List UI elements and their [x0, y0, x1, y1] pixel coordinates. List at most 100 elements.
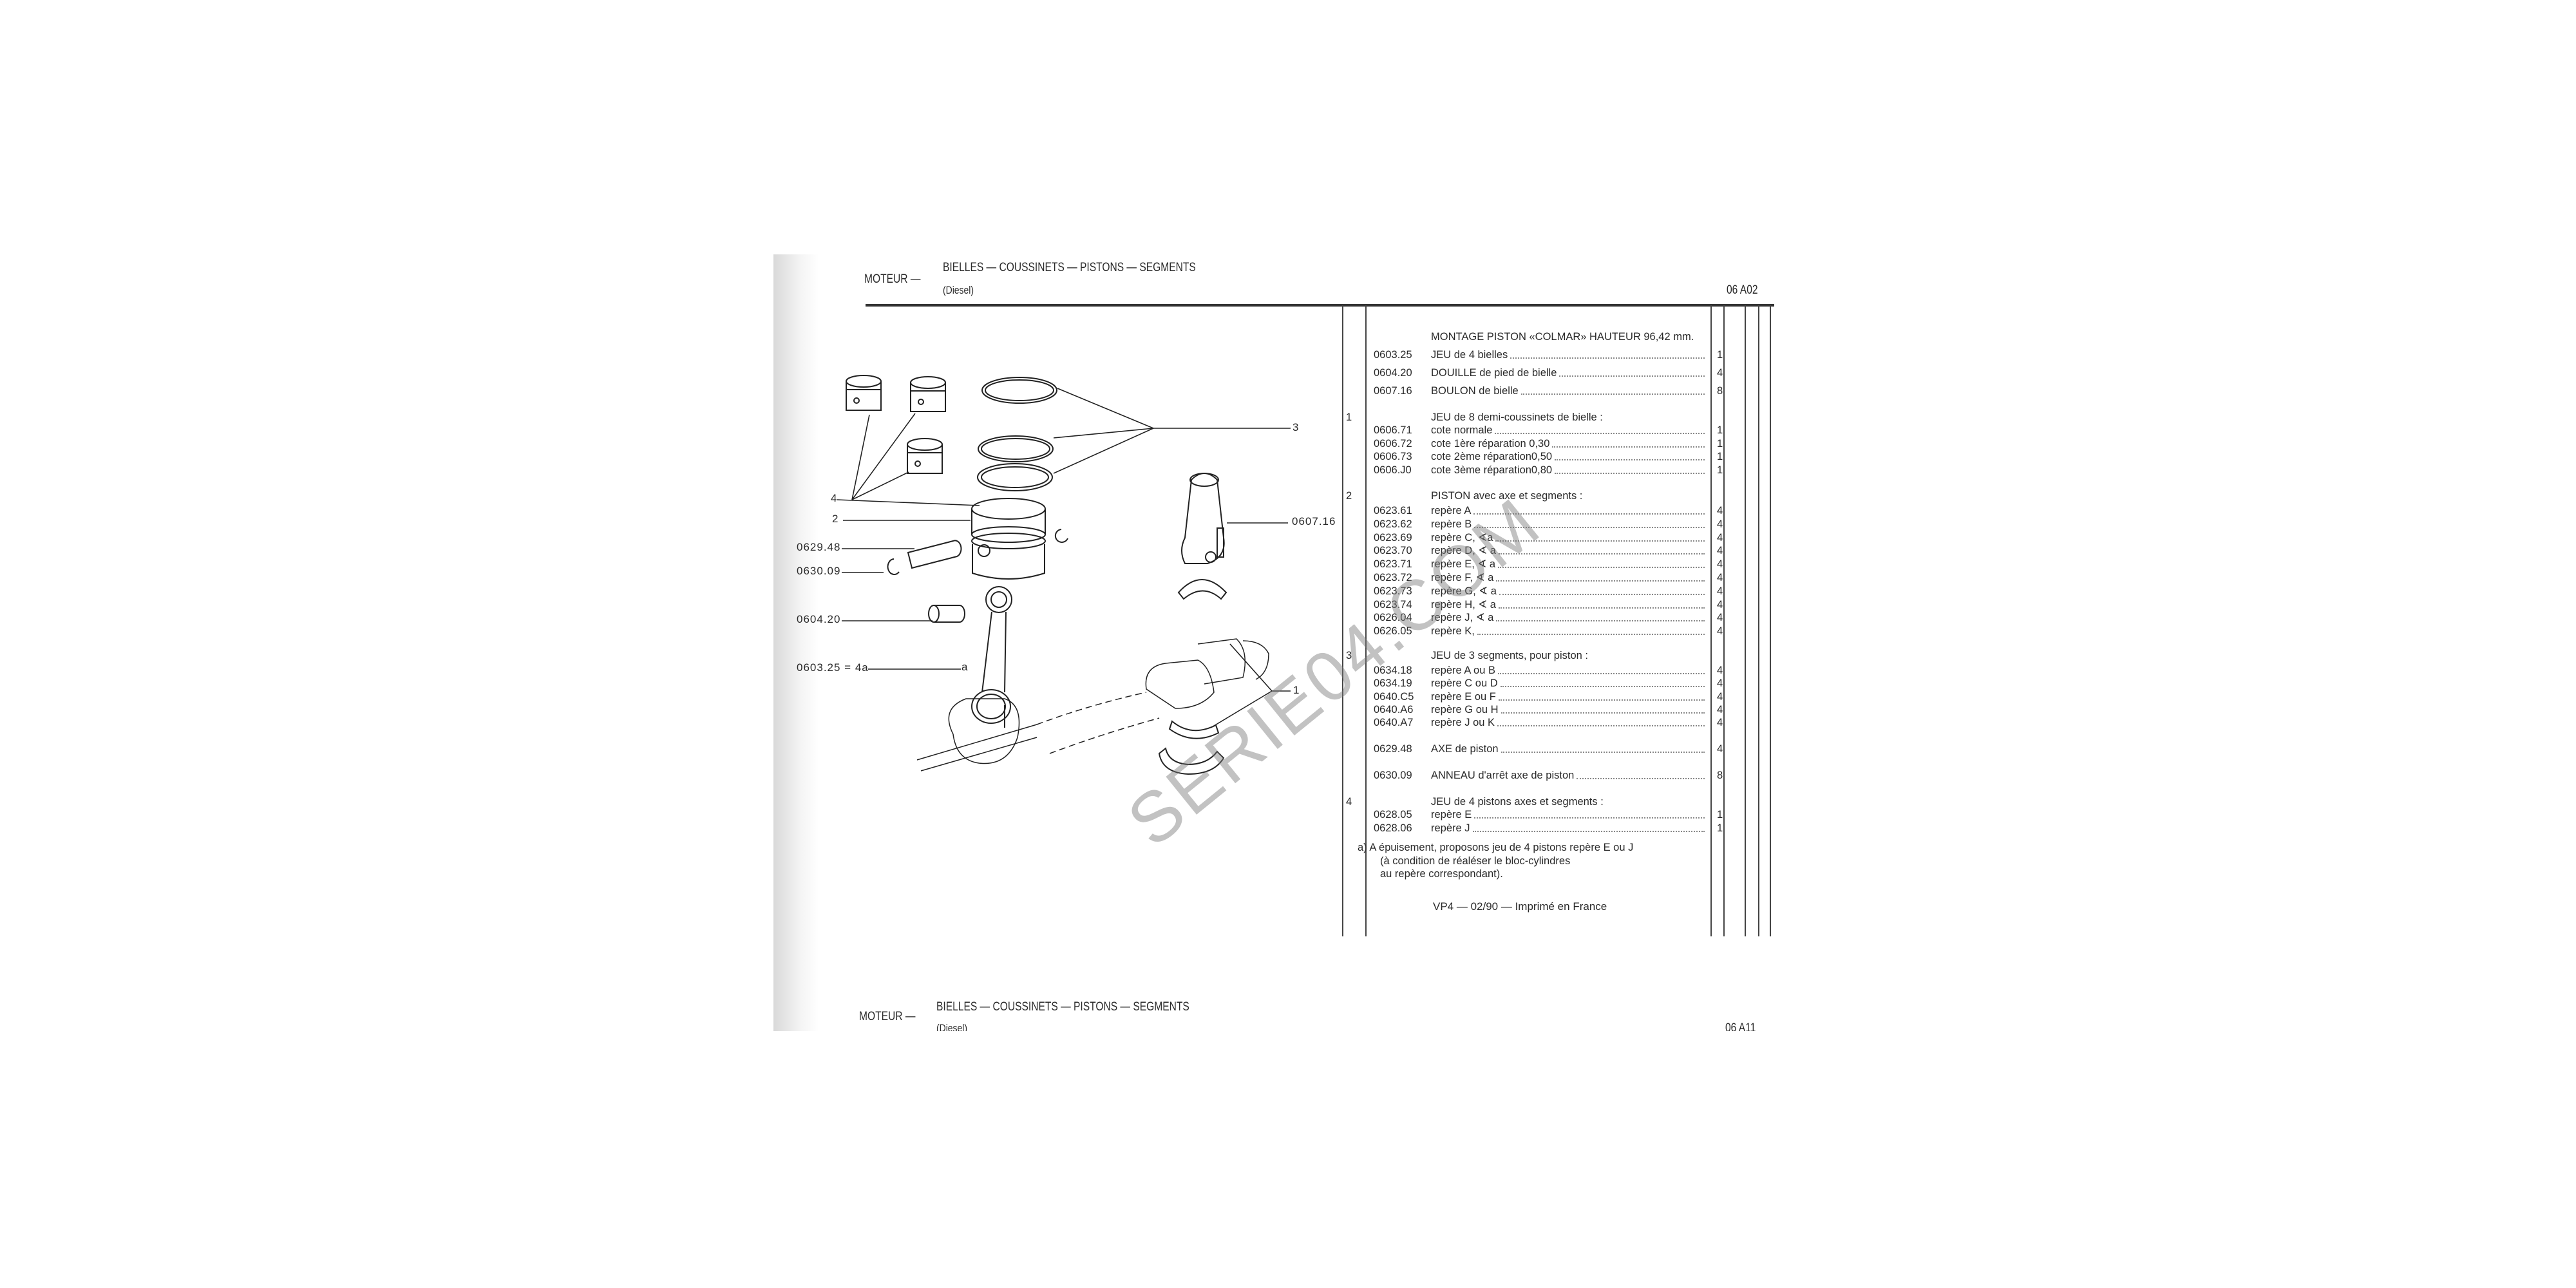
note-line: au repère correspondant). [1380, 868, 1503, 880]
part-description-cell: BOULON de bielle [1431, 384, 1705, 397]
leader-lines [837, 388, 1291, 728]
part-quantity: 8 [1717, 770, 1723, 781]
next-header-subtitle: (Diesel) [936, 1022, 968, 1031]
table-line [1745, 305, 1746, 936]
part-quantity: 1 [1717, 438, 1723, 450]
part-description: repère K, [1431, 625, 1475, 638]
small-piston-icon [910, 376, 946, 412]
part-description-cell: repère D, ∢ a [1431, 544, 1705, 557]
part-description: PISTON avec axe et segments : [1431, 490, 1583, 502]
part-description: repère E, ∢ a [1431, 558, 1496, 571]
part-reference: 0606.73 [1374, 451, 1412, 462]
part-description: MONTAGE PISTON «COLMAR» HAUTEUR 96,42 mm… [1431, 331, 1694, 343]
part-quantity: 1 [1717, 809, 1723, 820]
part-description-cell: AXE de piston [1431, 743, 1705, 755]
part-reference: 0626.05 [1374, 625, 1412, 638]
dot-leader [1555, 450, 1705, 460]
part-quantity: 4 [1717, 690, 1723, 703]
part-description-cell: repère E [1431, 808, 1705, 821]
part-description: repère J [1431, 822, 1470, 834]
part-description-cell: repère C, ∢a [1431, 531, 1705, 544]
part-description: JEU de 4 pistons axes et segments : [1431, 796, 1604, 808]
part-description: repère E [1431, 809, 1472, 820]
callout-3: 3 [1293, 421, 1300, 433]
header-rule [866, 304, 1774, 307]
part-quantity: 4 [1717, 558, 1723, 571]
item-number: 1 [1346, 412, 1352, 423]
part-description-cell: JEU de 8 demi-coussinets de bielle : [1431, 411, 1753, 424]
part-quantity: 4 [1717, 518, 1723, 530]
part-description-cell: repère J, ∢ a [1431, 611, 1705, 624]
part-reference: 0640.A6 [1374, 703, 1414, 715]
dot-leader [1474, 808, 1705, 819]
table-line [1770, 305, 1771, 936]
bearing-shell-icon [1158, 579, 1227, 775]
part-description: repère G ou H [1431, 703, 1499, 715]
part-description-cell: ANNEAU d'arrêt axe de piston [1431, 769, 1705, 782]
page-code: 06 A02 [1727, 283, 1758, 297]
crankshaft-icon [916, 638, 1269, 772]
part-description-cell: cote 1ère réparation 0,30 [1431, 437, 1705, 450]
part-description: DOUILLE de pied de bielle [1431, 367, 1557, 379]
part-description-cell: repère B [1431, 518, 1705, 531]
part-description-cell: repère G, ∢ a [1431, 585, 1705, 598]
header-section: MOTEUR — [864, 272, 921, 286]
next-header-title: BIELLES — COUSSINETS — PISTONS — SEGMENT… [936, 1000, 1189, 1014]
dot-leader [1498, 598, 1705, 609]
part-quantity: 4 [1717, 572, 1723, 583]
part-quantity: 4 [1717, 717, 1723, 729]
dot-leader [1510, 348, 1705, 359]
part-description-cell: repère J ou K [1431, 716, 1705, 729]
dot-leader [1499, 585, 1705, 595]
table-line [1342, 305, 1343, 936]
dot-leader [1477, 625, 1705, 636]
parts-row: 0628.05 repère E 1 [1346, 808, 1732, 821]
part-reference: 0634.18 [1374, 665, 1412, 676]
part-description-cell: PISTON avec axe et segments : [1431, 489, 1753, 502]
part-description-cell: repère J [1431, 822, 1705, 835]
part-description: repère D, ∢ a [1431, 545, 1496, 557]
part-description-cell: repère K, [1431, 625, 1705, 638]
item-number: 3 [1346, 650, 1352, 661]
part-quantity: 4 [1717, 703, 1723, 715]
next-header-section: MOTEUR — [859, 1010, 916, 1023]
part-description: repère J, ∢ a [1431, 612, 1494, 624]
page-edge-shadow [773, 254, 819, 1031]
part-description-cell: repère C ou D [1431, 677, 1705, 690]
dot-leader [1498, 558, 1705, 569]
part-reference: 0623.61 [1374, 505, 1412, 516]
part-quantity: 4 [1717, 598, 1723, 611]
dot-leader [1500, 677, 1705, 688]
part-description-cell: repère A ou B [1431, 664, 1705, 677]
note-line: (à condition de réaléser le bloc-cylindr… [1380, 855, 1571, 867]
small-piston-icon [907, 438, 943, 474]
part-description: repère J ou K [1431, 717, 1495, 729]
callout-bush: 0604.20 [797, 613, 841, 625]
part-description: JEU de 4 bielles [1431, 349, 1508, 361]
part-quantity: 4 [1717, 585, 1723, 597]
part-reference: 0640.A7 [1374, 717, 1414, 729]
part-description: JEU de 8 demi-coussinets de bielle : [1431, 412, 1603, 423]
part-description: cote 2ème réparation0,50 [1431, 451, 1553, 462]
part-reference: 0628.05 [1374, 809, 1412, 820]
part-description-cell: cote normale [1431, 424, 1705, 437]
piston-icon [971, 498, 1068, 580]
part-description-cell: repère H, ∢ a [1431, 598, 1705, 611]
part-quantity: 4 [1717, 531, 1723, 544]
part-quantity: 4 [1717, 545, 1723, 557]
part-quantity: 1 [1717, 464, 1723, 476]
